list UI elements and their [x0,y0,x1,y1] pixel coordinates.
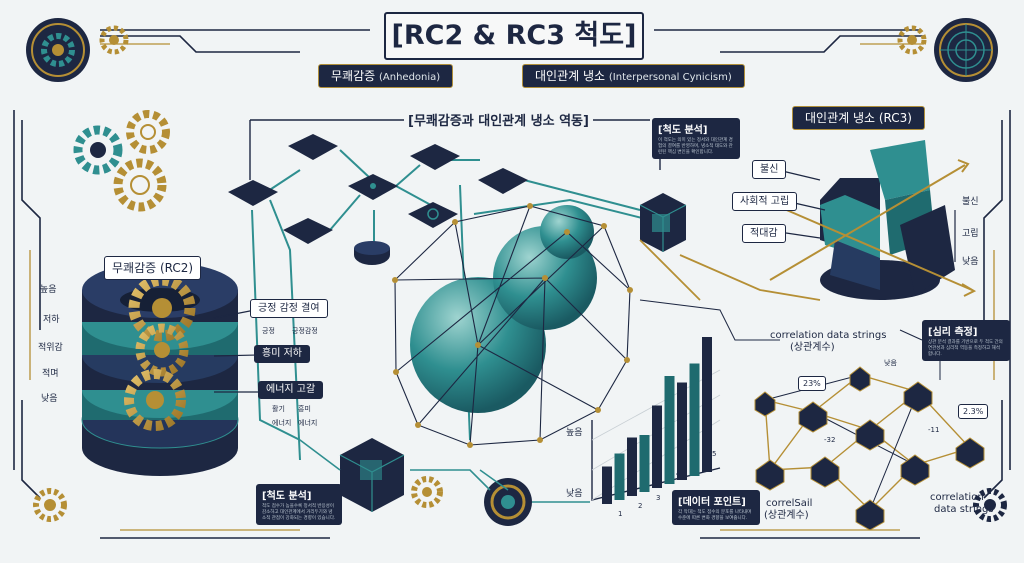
rc2-callout-interest: 흥미 저하 [254,345,310,363]
scale-analysis-top-note: [척도 분석] 이 척도는 의미 있는 정서와 대인관계 경험의 결여를 반영하… [652,118,740,159]
bar-5 [652,405,662,488]
bar-tick-5: 5 [712,450,717,458]
rc2-scale-3: 적위감 [38,343,63,353]
rc2-scale-4: 적며 [42,369,59,379]
gear-medallion-top-left [26,18,90,82]
bar-chart-bars [602,337,712,504]
data-point-note: [데이터 포인트] 각 막대는 척도 점수의 분포를 나타내며 수준에 따른 변… [672,490,760,525]
rc2-mini-legend-a1: 긍정 [262,327,275,335]
bottom-gear [411,476,443,508]
network-bottom-left-2: (상관계수) [764,510,809,521]
rc2-mini-legend-a2: 긍정감정 [292,327,318,335]
rc3-callout-distrust: 불신 [752,160,787,179]
rc2-mini-legend-b1: 활기 [272,405,285,413]
tab-cynicism-sub: (Interpersonal Cynicism) [608,72,732,83]
small-gear-bottom-left [33,488,67,522]
bar-tick-2: 2 [638,502,643,510]
data-point-title: [데이터 포인트] [678,497,746,508]
rc2-mini-legend-b4: 에너지 [298,419,318,427]
tab-anhedonia-label: 무쾌감증 [331,69,376,83]
rc2-mini-legend-b3: 에너지 [272,419,292,427]
scale-analysis-top-body: 이 척도는 의미 있는 정서와 대인관계 경험의 결여를 반영하며, 냉소적 태… [658,138,733,155]
scale-analysis-top-title: [척도 분석] [658,125,708,136]
network-low-label: 낮음 [884,359,897,367]
bar-6 [664,376,675,484]
bar-2 [614,453,625,500]
rc2-callout-energy: 에너지 고갈 [258,381,324,399]
network-bottom-right-2: data strings [934,504,994,515]
bar-7 [677,382,687,480]
tab-interpersonal-cynicism: 대인관계 냉소 (Interpersonal Cynicism) [522,64,745,88]
rc2-title: 무쾌감증 (RC2) [104,256,202,280]
psych-measure-note: [심리 측정] 상관 분석 결과를 기반으로 두 척도 간의 연관성과 심리적 … [922,320,1010,361]
rc3-title: 대인관계 냉소 (RC3) [792,106,925,130]
network-top-label-2: (상관계수) [790,342,835,353]
rc3-scale-2: 고립 [962,229,979,239]
network-value-2-3pct: 2.3% [958,404,989,419]
rc3-arrows [769,159,977,297]
scale-analysis-bottom-note: [척도 분석] 척도 점수가 높을수록 정서적 반응성이 감소하고 대인관계에서… [256,484,342,525]
frame-circuit-lines [13,29,1011,539]
bar-tick-3: 3 [656,494,661,502]
rc2-mini-legend-b2: 흥미 [298,405,311,413]
bar-tick-4: 4 [676,470,681,478]
rc2-layered-cylinder [81,262,239,476]
network-callout-leaders [639,299,941,380]
small-gear-top-right [897,25,927,55]
bottom-target-dial [479,469,532,526]
sphere-network [392,203,633,448]
rc3-scale-1: 불신 [962,197,979,207]
scale-analysis-bottom-title: [척도 분석] [262,491,312,502]
radar-medallion-top-right [934,18,998,82]
correlation-network [754,366,985,531]
network-bottom-right-1: correlation [930,492,984,503]
scale-analysis-bottom-body: 척도 점수가 높을수록 정서적 반응성이 감소하고 대인관계에서 거리두기와 냉… [262,504,336,521]
tab-anhedonia-sub: (Anhedonia) [379,72,441,83]
bar-axis-high: 높음 [566,428,583,438]
network-top-label-1: correlation data strings [770,330,887,341]
bar-8 [689,363,700,476]
bottom-connectors [299,439,590,503]
network-bottom-left-1: correlSail [766,498,813,509]
data-point-body: 각 막대는 척도 점수의 분포를 나타내며 수준에 따른 변화 경향을 보여줍니… [678,510,752,521]
analysis-cube-top [639,193,687,252]
network-value-23pct: 23% [798,376,826,391]
gold-link-arrows [639,239,821,301]
rc2-scale-5: 낮음 [41,394,58,404]
rc3-callout-hostility: 적대감 [742,224,786,243]
tab-cynicism-label: 대인관계 냉소 [535,69,606,83]
psych-measure-body: 상관 분석 결과를 기반으로 두 척도 간의 연관성과 심리적 역동을 측정하고… [928,340,1003,357]
rc2-callout-positive-emotion: 긍정 감정 결여 [250,299,328,318]
small-gear-bottom-right [973,488,1007,522]
gear-cluster-left [73,110,170,212]
bar-3 [627,437,637,496]
bar-axis-low: 낮음 [566,489,583,499]
center-section-title: [무쾌감증과 대인관계 냉소 역동] [404,110,593,129]
bottom-cube [339,438,405,512]
rc3-scale-3: 낮음 [962,257,979,267]
tab-anhedonia: 무쾌감증 (Anhedonia) [318,64,454,88]
bar-4 [639,435,650,492]
rc2-callout-leaders [213,309,262,393]
bar-1 [602,466,612,504]
network-value-neg11: -11 [928,426,940,434]
network-value-neg32: -32 [824,436,836,444]
bar-tick-1: 1 [618,510,623,518]
page-title: [RC2 & RC3 척도] [384,12,644,60]
small-gear-top-left [99,25,129,55]
rc3-callout-isolation: 사회적 고립 [732,192,798,211]
flow-nodes [228,134,528,265]
rc2-scale-1: 높음 [40,285,57,295]
rc2-scale-2: 저하 [43,315,60,325]
bar-9 [702,337,712,472]
rc2-gears [124,274,196,431]
psych-measure-title: [심리 측정] [928,327,978,338]
rc3-segment-chart [820,140,955,300]
